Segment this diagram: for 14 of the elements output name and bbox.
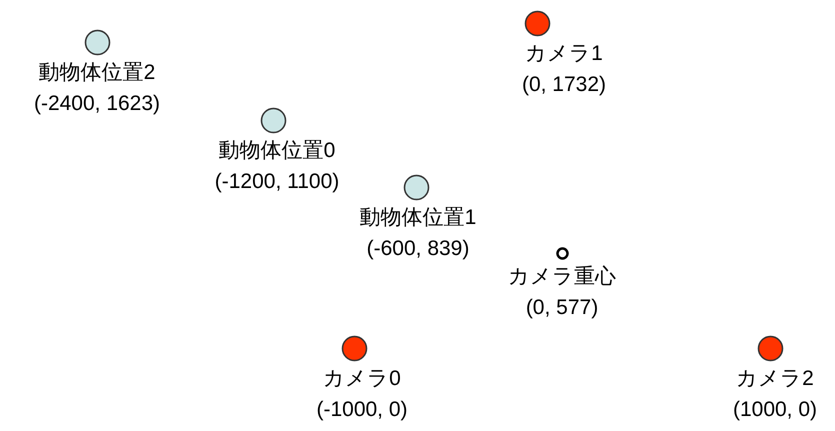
coordinate-label: (-1000, 0) [316, 398, 408, 422]
coordinate-label: (-2400, 1623) [34, 92, 160, 116]
point-name: カメラ0 [323, 367, 401, 391]
coordinate-label: (0, 1732) [522, 73, 606, 97]
point-name: 動物体位置0 [218, 139, 336, 163]
coordinate-label: (-600, 839) [366, 237, 470, 261]
point-name: カメラ重心 [508, 265, 616, 289]
coordinate-label: (1000, 0) [732, 398, 818, 422]
point-name: 動物体位置2 [38, 61, 156, 85]
coordinate-label: (0, 577) [526, 296, 598, 320]
coordinate-label: (-1200, 1100) [214, 170, 340, 194]
point-name: 動物体位置1 [360, 206, 476, 230]
point-name: カメラ1 [525, 42, 603, 66]
point-name: カメラ2 [736, 367, 814, 391]
